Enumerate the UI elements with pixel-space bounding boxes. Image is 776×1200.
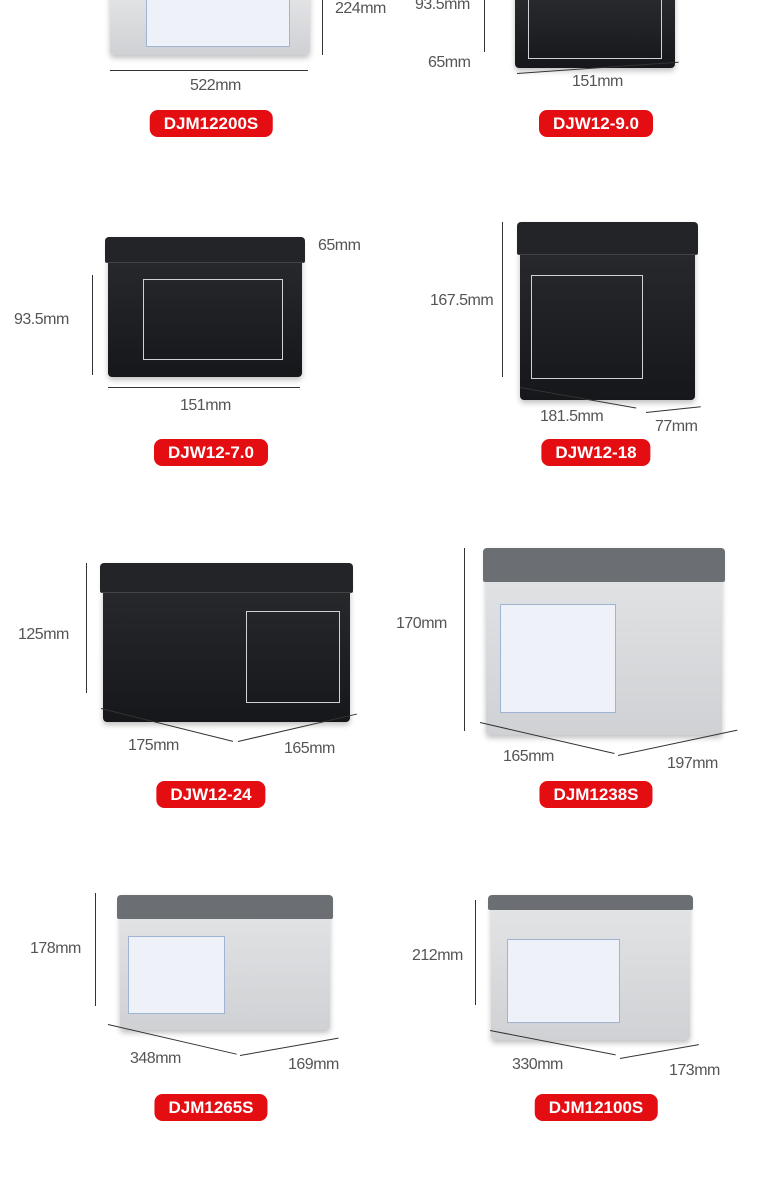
- width-dimension: 169mm: [288, 1056, 339, 1073]
- height-dimension-line: [92, 275, 93, 375]
- length-dimension: 181.5mm: [540, 408, 604, 425]
- battery-image: [517, 222, 698, 400]
- length-dimension: 151mm: [572, 73, 623, 90]
- length-dimension-line: [110, 70, 308, 71]
- model-badge: DJM1238S: [539, 781, 653, 808]
- model-badge: DJW12-9.0: [539, 110, 653, 137]
- height-dimension: 93.5mm: [415, 0, 470, 13]
- model-badge: DJW12-7.0: [154, 439, 268, 466]
- height-dimension: 93.5mm: [14, 311, 69, 328]
- width-dimension: 65mm: [428, 54, 471, 71]
- height-dimension-line: [95, 893, 96, 1006]
- width-dimension: 77mm: [655, 418, 698, 435]
- height-dimension: 167.5mm: [430, 292, 494, 309]
- battery-image: [105, 237, 305, 377]
- width-dimension: 173mm: [669, 1062, 720, 1079]
- height-dimension-line: [86, 563, 87, 693]
- length-dimension: 330mm: [512, 1056, 563, 1073]
- width-dimension-line: [619, 1044, 699, 1059]
- height-dimension-line: [475, 900, 476, 1005]
- height-dimension-line: [484, 0, 485, 52]
- height-dimension-line: [322, 0, 323, 55]
- length-dimension: 522mm: [190, 77, 241, 94]
- battery-image: [488, 895, 693, 1040]
- battery-image: [110, 0, 310, 55]
- height-dimension: 212mm: [412, 947, 463, 964]
- width-dimension: 165mm: [284, 740, 335, 757]
- battery-image: [117, 895, 333, 1030]
- model-badge: DJM12200S: [149, 110, 273, 137]
- height-dimension: 170mm: [396, 615, 447, 632]
- length-dimension: 165mm: [503, 748, 554, 765]
- battery-image: [515, 0, 675, 68]
- width-dimension: 65mm: [318, 237, 361, 254]
- length-dimension: 348mm: [130, 1050, 181, 1067]
- height-dimension-line: [464, 548, 465, 731]
- length-dimension: 151mm: [180, 397, 231, 414]
- width-dimension: 197mm: [667, 755, 718, 772]
- length-dimension: 175mm: [128, 737, 179, 754]
- battery-image: [483, 548, 725, 735]
- battery-image: [100, 563, 353, 722]
- width-dimension-line: [239, 1037, 339, 1056]
- model-badge: DJW12-18: [541, 439, 651, 466]
- height-dimension: 125mm: [18, 626, 69, 643]
- model-badge: DJM1265S: [154, 1094, 268, 1121]
- length-dimension-line: [108, 387, 300, 388]
- height-dimension: 178mm: [30, 940, 81, 957]
- height-dimension: 224mm: [335, 0, 386, 17]
- height-dimension-line: [502, 222, 503, 377]
- width-dimension-line: [645, 406, 701, 413]
- model-badge: DJW12-24: [156, 781, 266, 808]
- model-badge: DJM12100S: [534, 1094, 658, 1121]
